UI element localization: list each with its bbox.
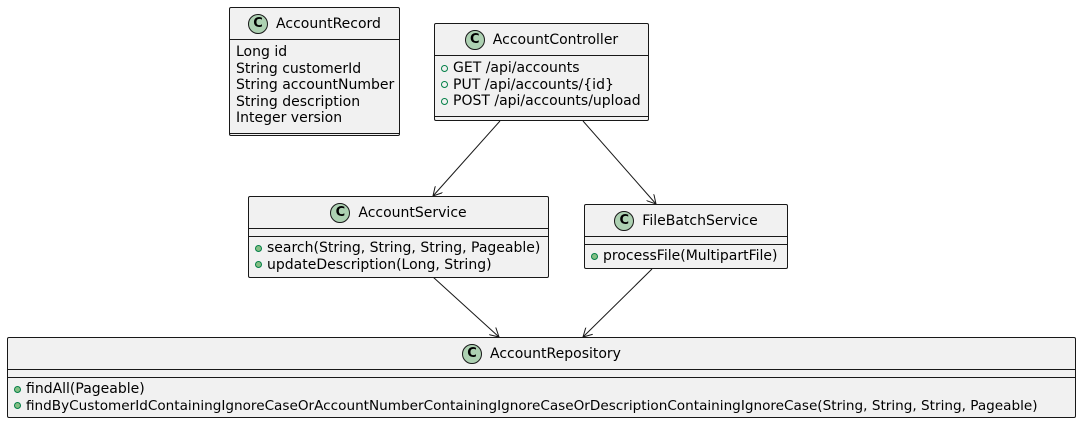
field-item: String customerId <box>236 60 362 77</box>
method-item: processFile(MultipartFile) <box>585 248 787 265</box>
class-icon: C <box>464 29 485 50</box>
public-visibility-icon <box>441 81 448 89</box>
method-item: findAll(Pageable) <box>8 381 1075 398</box>
arrow-controller-to-filebatch <box>582 120 656 204</box>
arrow-filebatch-to-repository <box>583 268 653 337</box>
public-method-icon <box>255 261 262 269</box>
class-account-controller[interactable]: C AccountController GET /api/accounts PU… <box>434 23 649 121</box>
class-icon: C <box>614 210 635 231</box>
method-item: PUT /api/accounts/{id} <box>435 77 648 94</box>
class-header: C AccountRepository <box>8 338 1075 370</box>
methods-section <box>230 134 399 142</box>
class-name: AccountRecord <box>276 15 381 32</box>
methods-section: processFile(MultipartFile) <box>585 245 787 271</box>
methods-section: findAll(Pageable) findByCustomerIdContai… <box>8 378 1075 420</box>
class-icon: C <box>248 13 269 34</box>
class-name: AccountService <box>358 204 467 221</box>
method-item: updateDescription(Long, String) <box>249 257 548 274</box>
class-account-repository[interactable]: C AccountRepository findAll(Pageable) fi… <box>7 337 1076 418</box>
class-name: FileBatchService <box>642 212 758 229</box>
fields-section <box>249 229 548 237</box>
class-icon: C <box>330 202 351 223</box>
public-method-icon <box>14 402 21 410</box>
field-item: Long id <box>236 44 288 60</box>
method-item: POST /api/accounts/upload <box>435 93 648 110</box>
field-item: String description <box>236 93 361 110</box>
class-icon: C <box>462 343 482 364</box>
methods-section: GET /api/accounts PUT /api/accounts/{id}… <box>435 56 648 117</box>
public-method-icon <box>255 244 262 252</box>
public-method-icon <box>14 385 21 393</box>
public-visibility-icon <box>441 97 448 105</box>
class-name: AccountController <box>492 31 619 48</box>
method-item: search(String, String, String, Pageable) <box>249 240 548 257</box>
class-name: AccountRepository <box>490 345 621 362</box>
field-item: Integer version <box>236 110 343 126</box>
class-header: C AccountController <box>435 24 648 56</box>
arrow-service-to-repository <box>432 276 499 337</box>
public-method-icon <box>591 252 598 260</box>
class-header: C FileBatchService <box>585 205 787 237</box>
empty-section <box>435 117 648 125</box>
field-item: String accountNumber <box>236 77 395 93</box>
public-visibility-icon <box>441 64 448 72</box>
method-item: GET /api/accounts <box>435 60 648 77</box>
class-file-batch-service[interactable]: C FileBatchService processFile(Multipart… <box>584 204 788 269</box>
class-header: C AccountService <box>249 197 548 229</box>
fields-section <box>585 237 787 245</box>
methods-section: search(String, String, String, Pageable)… <box>249 237 548 279</box>
class-header: C AccountRecord <box>230 8 399 40</box>
class-account-service[interactable]: C AccountService search(String, String, … <box>248 196 549 278</box>
arrow-controller-to-service <box>433 120 501 196</box>
class-account-record[interactable]: C AccountRecord Long id String customerI… <box>229 7 400 136</box>
method-item: findByCustomerIdContainingIgnoreCaseOrAc… <box>8 398 1075 415</box>
fields-section <box>8 370 1075 378</box>
fields-section: Long id String customerId String account… <box>230 40 399 134</box>
